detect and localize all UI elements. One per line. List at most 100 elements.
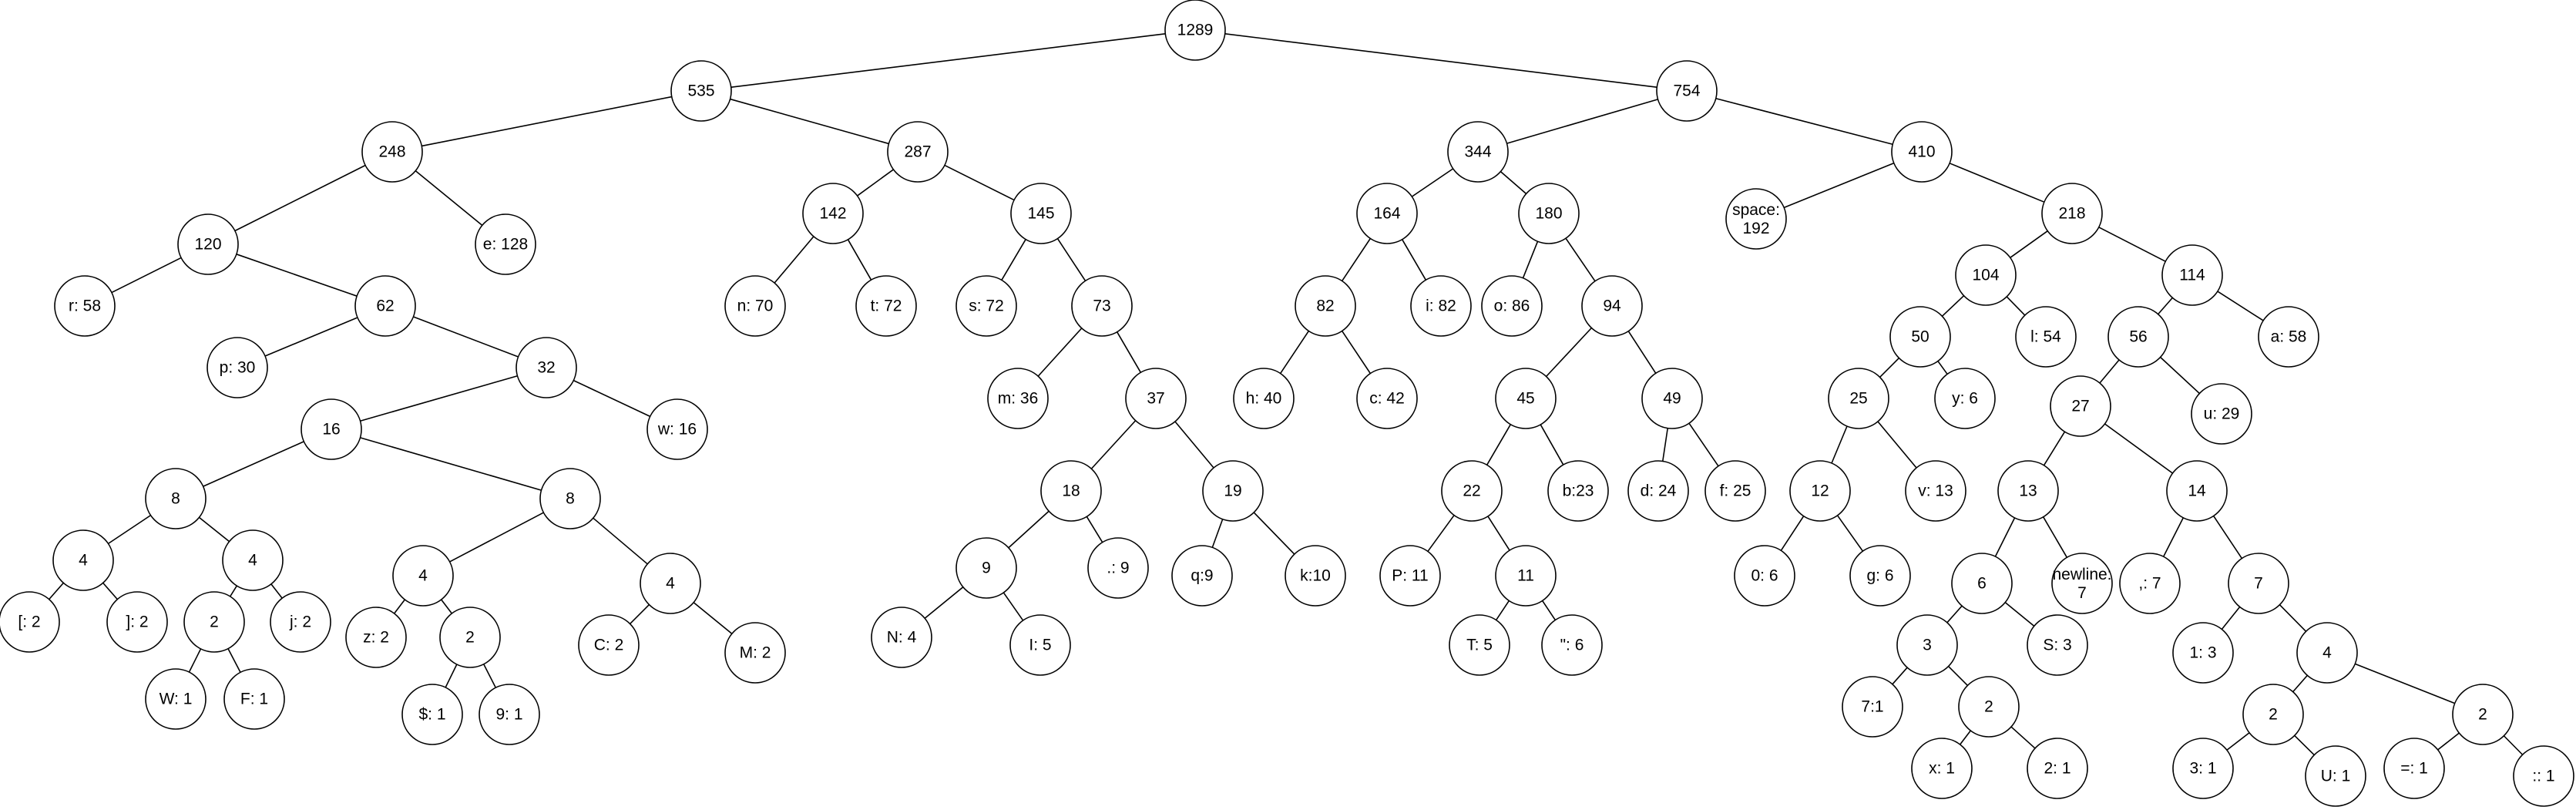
node-label: 22 [1463,482,1480,500]
node-circle [1481,275,1543,337]
tree-node: newline:7 [2051,553,2113,614]
tree-node: $: 1 [401,684,463,745]
tree-edge [1003,592,1024,621]
node-label: 13 [2019,482,2037,500]
tree-node: 287 [887,121,949,183]
tree-edge [2212,516,2243,559]
node-circle [401,684,463,745]
node-circle [1495,545,1557,607]
tree-edge [1836,515,1864,552]
node-label: 218 [2058,205,2085,223]
tree-node: 45 [1495,368,1557,429]
tree-node: 56 [2107,306,2169,368]
tree-edge [203,441,304,487]
node-circle [987,368,1049,429]
tree-node: w: 16 [647,398,708,460]
tree-edge [1487,516,1510,551]
node-circle [2027,614,2088,676]
node-circle [361,121,423,183]
node-label: 56 [2129,328,2147,346]
tree-edge [2006,296,2026,316]
tree-edge [2217,291,2264,321]
tree-edge [1937,361,1948,375]
node-label: 2 [2478,706,2487,724]
node-label: 248 [378,143,405,161]
node-circle [1934,368,1996,429]
tree-node: b:23 [1547,460,1609,522]
node-label: 535 [687,82,714,100]
tree-node: 3: 1 [2172,738,2234,799]
node-circle [2050,375,2111,437]
node-circle [1410,275,1472,337]
tree-edge [630,604,650,624]
tree-node: 27 [2050,375,2111,437]
tree-node: 0: 6 [1734,545,1795,607]
node-label: 6 [1977,575,1987,593]
node-label-line: newline: [2052,566,2111,583]
tree-edge [2221,606,2241,630]
tree-node: 164 [1356,183,1418,244]
node-circle [1164,0,1226,61]
tree-edge [1008,510,1050,549]
tree-node: .: 9 [1087,537,1149,599]
tree-node: t: 72 [855,275,917,337]
tree-edge [2010,726,2036,749]
tree-edge [2279,604,2307,632]
tree-edge [1715,98,1893,145]
node-label: 4 [79,552,88,570]
node-label: b:23 [1563,482,1594,500]
node-circle [2172,738,2234,799]
tree-node: 4 [222,529,284,591]
node-circle [223,668,285,730]
node-circle [354,275,416,337]
node-circle [539,468,601,529]
tree-node: 37 [1125,368,1187,429]
tree-edge [1892,667,1908,685]
tree-node: z: 2 [345,607,407,668]
tree-node: 16 [301,398,362,460]
node-circle [2172,622,2234,684]
tree-node: S: 3 [2027,614,2088,676]
tree-edge [198,516,230,543]
node-circle [2383,738,2445,799]
tree-node: a: 58 [2258,306,2319,368]
tree-node: 73 [1071,275,1133,337]
node-circle [1789,460,1851,522]
node-label: 344 [1464,143,1491,161]
node-label: q:9 [1191,567,1213,585]
tree-node: ]: 2 [106,591,168,653]
node-circle [956,275,1017,337]
tree-node: 18 [1040,460,1102,522]
node-label: k:10 [1300,567,1331,585]
node-label: 2 [1984,698,1993,716]
node-circle [1295,275,1356,337]
node-label: 27 [2071,398,2089,415]
node-label: 9: 1 [495,706,522,724]
tree-edge [2354,663,2456,704]
node-label: 104 [1972,267,1999,284]
node-circle [1356,368,1418,429]
node-label: o: 86 [1494,297,1530,315]
node-label: f: 25 [1720,482,1751,500]
tree-edge [1224,32,1657,89]
node-circle [2015,306,2077,368]
tree-edge [1211,519,1224,548]
node-circle [439,607,501,668]
tree-node: 2 [439,607,501,668]
tree-edge [1401,239,1427,281]
tree-node: 32 [516,337,577,398]
tree-node: p: 30 [207,337,268,398]
node-circle [1734,545,1795,607]
node-label: u: 29 [2204,405,2240,423]
tree-node: 180 [1518,183,1580,244]
node-label: .: 9 [1107,560,1129,577]
tree-edge [1486,424,1512,465]
tree-edge [1877,421,1917,469]
tree-node: h: 40 [1233,368,1295,429]
node-label: $: 1 [418,706,445,724]
tree-edge [108,514,151,545]
tree-node: e: 128 [475,213,536,275]
node-circle [1125,368,1187,429]
tree-edge [236,254,358,297]
tree-edge [2042,516,2068,558]
